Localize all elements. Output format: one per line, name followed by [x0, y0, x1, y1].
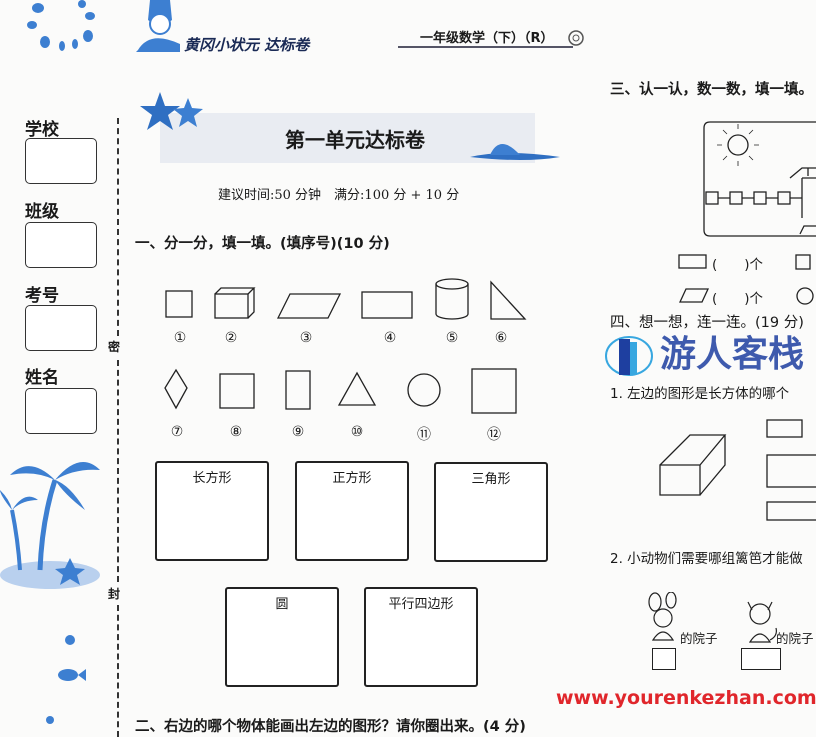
answer-box-parallelogram[interactable]: 平行四边形 — [364, 587, 478, 687]
shape-number: ⑦ — [170, 424, 184, 440]
shape-number: ⑩ — [350, 424, 364, 440]
shape-number: ② — [224, 330, 238, 346]
answer-box-circle[interactable]: 圆 — [225, 587, 339, 687]
shape-number: ③ — [299, 330, 313, 346]
exam-number-label: 考号 — [25, 286, 59, 306]
seal-mark-feng: 封 — [108, 587, 121, 601]
watermark-logo-icon — [605, 336, 653, 376]
shape-9-rectangle — [285, 370, 311, 410]
section3-heading: 三、认一认，数一数，填一填。 — [610, 82, 813, 98]
shape-number: ⑤ — [445, 330, 459, 346]
section2-heading: 二、右边的哪个物体能画出左边的图形？请你圈出来。(4 分) — [135, 719, 526, 735]
shape-number: ⑧ — [229, 424, 243, 440]
starfish-icon — [140, 92, 203, 130]
rectangle-count-blank[interactable]: ( )个 — [712, 257, 764, 273]
yard-label-cat: 的院子 — [776, 631, 814, 646]
category-label: 正方形 — [332, 471, 372, 486]
shape-number: ⑥ — [494, 330, 508, 346]
category-label: 长方形 — [192, 471, 232, 486]
question-1: 1. 左边的图形是长方体的哪个 — [610, 386, 790, 402]
question-2: 2. 小动物们需要哪组篱笆才能做 — [610, 551, 803, 567]
boy-mascot-icon — [136, 0, 180, 52]
shape-1-square — [165, 290, 193, 318]
name-label: 姓名 — [25, 368, 59, 388]
shape-11-circle — [407, 373, 441, 407]
school-field[interactable] — [25, 138, 97, 184]
seal-mark-mi: 密 — [108, 340, 121, 354]
seal-line — [117, 118, 119, 336]
category-label: 三角形 — [471, 472, 511, 487]
shape-4-rectangle — [361, 291, 413, 319]
shape-8-square — [219, 373, 255, 409]
school-label: 学校 — [25, 120, 59, 140]
class-label: 班级 — [25, 202, 59, 222]
shape-number: ⑫ — [487, 427, 501, 443]
square-count-icon — [795, 254, 811, 270]
sun-icon — [727, 134, 749, 156]
class-field[interactable] — [25, 222, 97, 268]
title-banner — [160, 113, 535, 163]
shape-10-triangle — [337, 371, 377, 406]
parallelogram-count-blank[interactable]: ( )个 — [712, 291, 764, 307]
category-label: 圆 — [275, 597, 289, 612]
page-title: 第一单元达标卷 — [285, 128, 425, 152]
fish-decoration-icon — [46, 635, 86, 724]
watermark-url: www.yourenkezhan.com — [556, 687, 816, 709]
shape-2-cuboid — [214, 287, 256, 319]
face-options — [766, 419, 816, 521]
rectangle-count-icon — [678, 254, 707, 269]
exam-number-field[interactable] — [25, 305, 97, 351]
shape-number: ⑨ — [291, 424, 305, 440]
cuboid-figure — [659, 434, 727, 496]
answer-box-cat[interactable] — [741, 648, 781, 670]
section4-heading: 四、想一想，连一连。(19 分) — [610, 315, 804, 331]
answer-box-square[interactable]: 正方形 — [295, 461, 409, 561]
shape-7-rhombus — [164, 368, 188, 410]
cat-icon — [747, 601, 777, 643]
brand-logo: 黄冈小状元 达标卷 — [184, 36, 310, 54]
shape-6-right-triangle — [490, 280, 527, 320]
seal-line — [117, 360, 119, 582]
answer-box-rabbit[interactable] — [652, 648, 676, 670]
grade-label: 一年级数学（下）（R） — [420, 31, 554, 46]
watermark-text: 游人客栈 — [660, 333, 805, 375]
rabbit-icon — [648, 592, 677, 641]
yard-label-rabbit: 的院子 — [680, 631, 718, 646]
palm-island-decoration-icon — [0, 462, 100, 589]
shape-5-cylinder — [435, 278, 469, 320]
category-label: 平行四边形 — [388, 597, 454, 612]
answer-box-rectangle[interactable]: 长方形 — [155, 461, 269, 561]
sailfish-icon — [470, 144, 560, 160]
shape-number: ④ — [383, 330, 397, 346]
house-picture — [703, 121, 816, 237]
name-field[interactable] — [25, 388, 97, 434]
seal-line — [117, 605, 119, 737]
shape-3-parallelogram — [276, 293, 342, 319]
circle-count-icon — [796, 287, 814, 305]
shape-number: ① — [173, 330, 187, 346]
header-scroll-line — [398, 46, 573, 48]
answer-box-triangle[interactable]: 三角形 — [434, 462, 548, 562]
parallelogram-count-icon — [678, 288, 710, 303]
shape-12-square — [471, 368, 517, 414]
scroll-end-icon — [568, 30, 584, 46]
shape-number: ⑪ — [417, 427, 431, 443]
section1-heading: 一、分一分，填一填。(填序号)(10 分) — [135, 236, 390, 252]
shapes-area — [164, 278, 527, 414]
exam-info: 建议时间:50 分钟 满分:100 分 + 10 分 — [218, 188, 460, 203]
sun-decoration-icon — [27, 0, 95, 51]
